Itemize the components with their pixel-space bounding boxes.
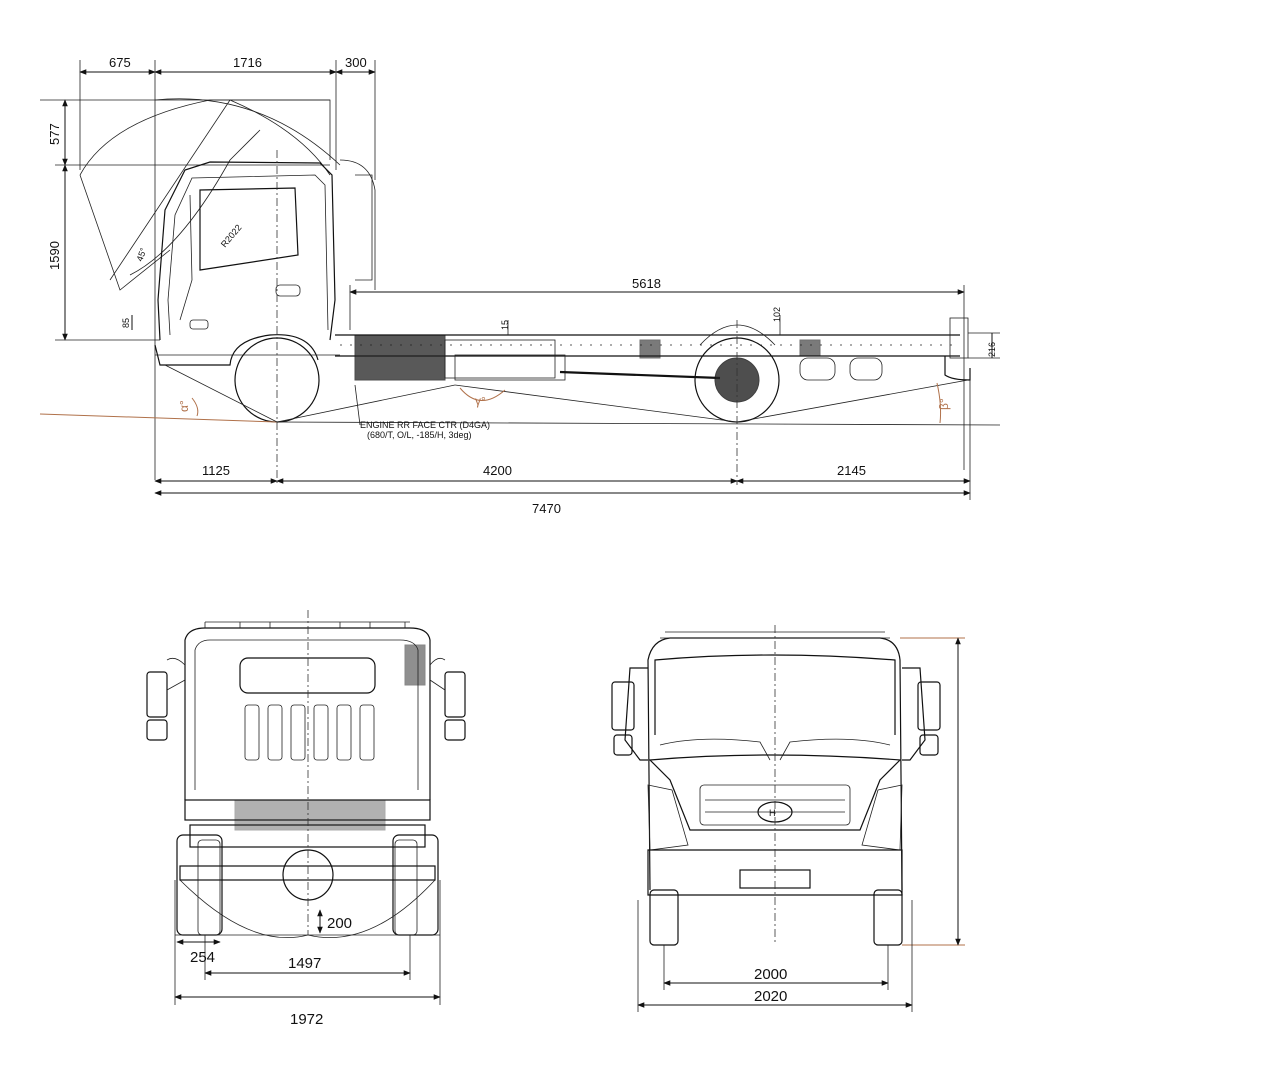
dim-1125: 1125 (202, 463, 230, 478)
chassis-frame (335, 317, 971, 381)
approach-angle-label: α° (177, 400, 191, 412)
dim-200: 200 (327, 915, 352, 932)
dim-4200: 4200 (483, 463, 512, 478)
rear-view: 200 254 1497 1972 (146, 610, 466, 1028)
side-view: 675 1716 300 577 1590 85 45° (39, 55, 1001, 516)
engine-note: ENGINE RR FACE CTR (D4GA) (680/T, O/L, -… (354, 384, 490, 440)
dim-1497: 1497 (288, 955, 321, 972)
dim-85: 85 (121, 318, 131, 328)
dim-1972: 1972 (290, 1011, 323, 1028)
dim-15: 15 (500, 320, 510, 330)
dim-1716: 1716 (233, 55, 262, 70)
dim-216: 216 (987, 342, 997, 357)
ramp-angle-label: γ° (475, 394, 486, 408)
dim-7470: 7470 (532, 501, 561, 516)
dim-1590: 1590 (47, 241, 62, 270)
engine-note-line2: (680/T, O/L, -185/H, 3deg) (367, 430, 472, 440)
frame-dimensions: 5618 102 15 216 (349, 276, 1000, 470)
dim-5618: 5618 (632, 276, 661, 291)
front-view: H 2000 2020 (611, 625, 965, 1012)
dim-102: 102 (772, 307, 782, 322)
dim-2145: 2145 (837, 463, 866, 478)
tilt-angle-label: 45° (134, 246, 148, 263)
cab: R2022 (154, 159, 376, 366)
engine-note-line1: ENGINE RR FACE CTR (D4GA) (360, 420, 490, 430)
cab-tilt-arcs: 45° (79, 98, 341, 291)
dim-300: 300 (345, 55, 367, 70)
departure-angle-label: β° (937, 398, 951, 410)
dim-2020: 2020 (754, 988, 787, 1005)
dim-577: 577 (47, 123, 62, 145)
hyundai-logo: H (769, 808, 776, 818)
dim-2000: 2000 (754, 966, 787, 983)
dim-254: 254 (190, 949, 215, 966)
cab-marking: R2022 (219, 223, 244, 250)
top-dimensions: 675 1716 300 (79, 55, 376, 480)
dim-675: 675 (109, 55, 131, 70)
clearance-angle-lines: α° γ° β° (39, 364, 1001, 426)
bottom-dimensions: 1125 4200 2145 7470 (154, 380, 971, 516)
vertical-dimensions: 577 1590 85 (40, 99, 330, 341)
